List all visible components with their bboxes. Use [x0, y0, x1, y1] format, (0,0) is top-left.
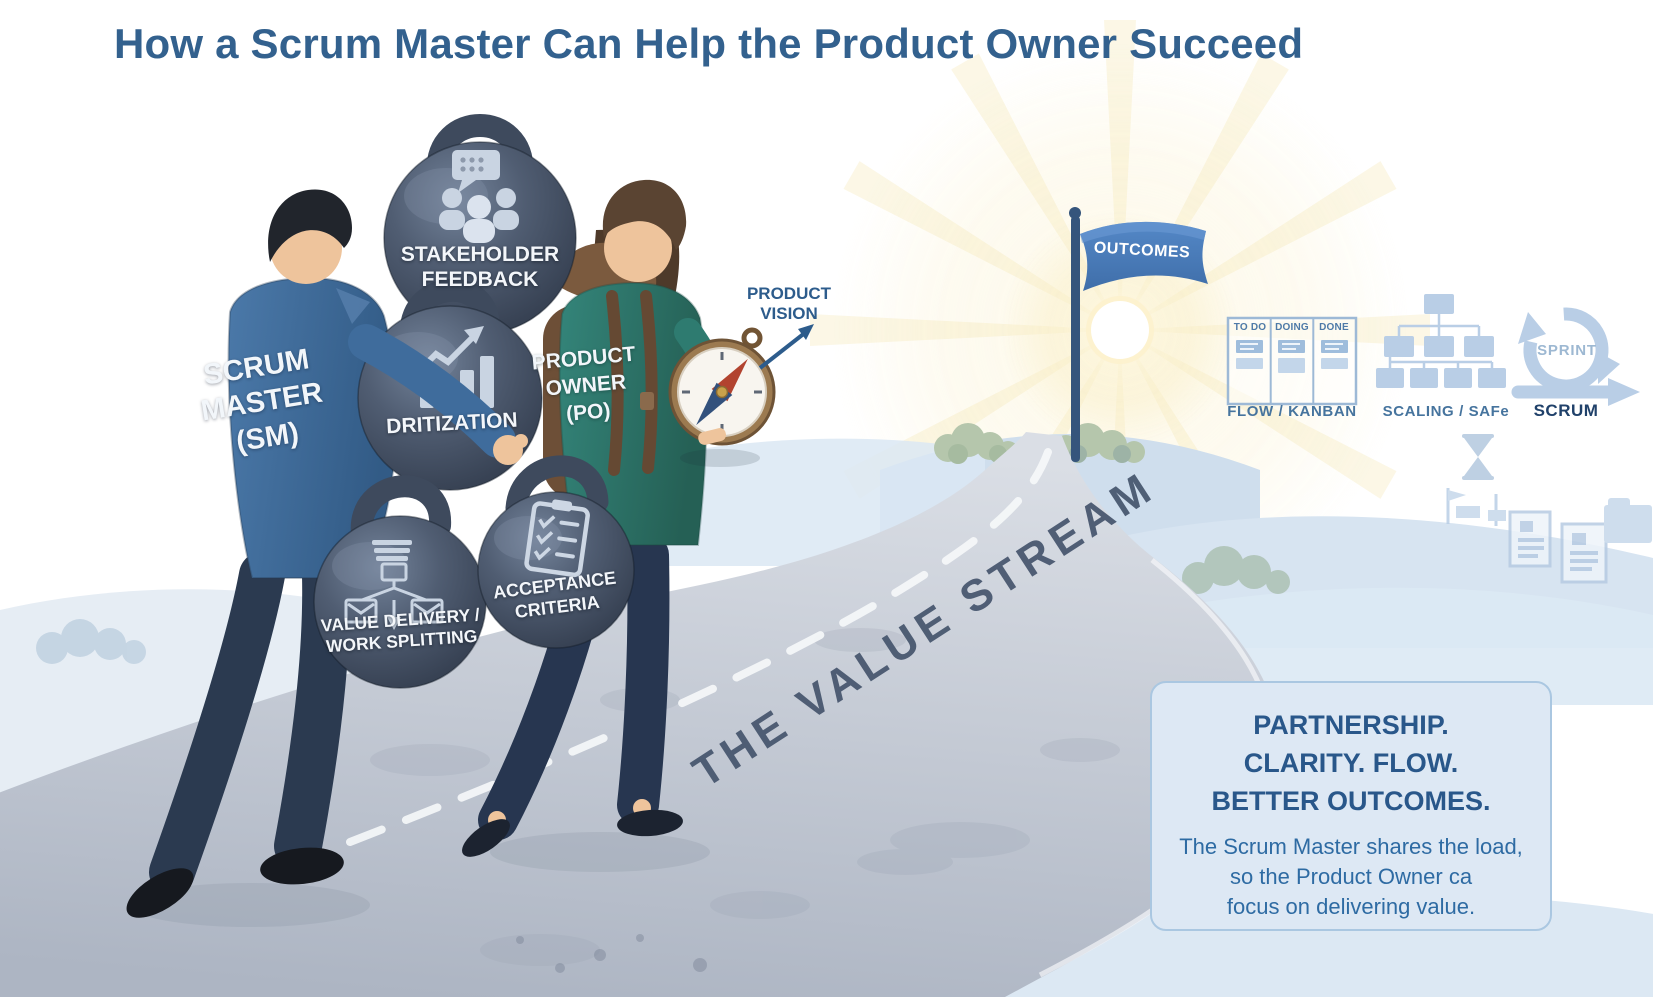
outcomes-flag: [1069, 207, 1208, 462]
kanban-column-done: DONE: [1319, 322, 1349, 333]
callout-body: The Scrum Master shares the load, so the…: [1179, 834, 1523, 919]
checklist-icon: [524, 499, 590, 578]
po-fingers: [698, 428, 727, 445]
flag-pole: [1071, 216, 1080, 462]
strap-buckle: [640, 392, 654, 410]
kanban-column-headers: TO DO DOING DONE: [1229, 322, 1355, 333]
stakeholders-icon: [439, 188, 519, 243]
document-icon: [1508, 510, 1552, 568]
flat-shoe: [617, 809, 683, 837]
product-vision-arrow: [758, 324, 814, 370]
road-centerline: [346, 448, 1052, 846]
hourglass-icon: [1462, 434, 1494, 480]
sm-arm: [348, 324, 528, 465]
page-title: How a Scrum Master Can Help the Product …: [114, 20, 1304, 67]
milestone-icons: [1446, 488, 1506, 526]
sprint-loop-icon: [1511, 307, 1640, 406]
background-watermark-icons: [1446, 434, 1652, 584]
scrum-caption: SCRUM: [1533, 401, 1599, 420]
org-chart-icon: [1376, 294, 1506, 388]
product-owner-jacket-label: PRODUCT OWNER (PO): [530, 342, 637, 426]
kanban-column-doing: DOING: [1275, 322, 1309, 333]
folder-icon: [1604, 498, 1652, 543]
kanban-column-todo: TO DO: [1233, 322, 1267, 333]
flag-icon: [1080, 221, 1208, 291]
kanban-board-icon: [1226, 316, 1358, 406]
summary-callout: PARTNERSHIP. CLARITY. FLOW. BETTER OUTCO…: [1150, 681, 1552, 931]
kettlebell-acceptance-criteria: [477, 455, 635, 649]
product-vision-label: PRODUCT VISION: [746, 284, 832, 324]
sm-collar: [336, 288, 370, 324]
sm-hair: [268, 189, 352, 262]
backpack-strap: [640, 290, 658, 474]
po-head: [604, 214, 672, 282]
document-icon: [1560, 522, 1608, 584]
pebbles: [516, 934, 707, 973]
scaling-safe-caption: SCALING / SAFe: [1382, 403, 1510, 420]
sprint-loop-label: SPRINT: [1537, 342, 1597, 359]
work-split-icon: [344, 540, 444, 630]
kettlebell-value-delivery: [313, 475, 487, 689]
flow-kanban-caption: FLOW / KANBAN: [1227, 403, 1357, 420]
speech-bubble-icon: [452, 150, 500, 193]
po-hair-top: [602, 179, 687, 250]
callout-heading: PARTNERSHIP. CLARITY. FLOW. BETTER OUTCO…: [1211, 710, 1491, 816]
sun-icon: [1086, 296, 1154, 364]
kettlebell-label-stakeholder-feedback: STAKEHOLDER FEEDBACK: [400, 243, 560, 291]
sm-shoe: [260, 847, 344, 885]
sm-shoe: [126, 868, 194, 918]
backpack-strap: [606, 290, 624, 476]
compass-icon: [668, 327, 776, 467]
flat-shoe: [462, 819, 510, 857]
